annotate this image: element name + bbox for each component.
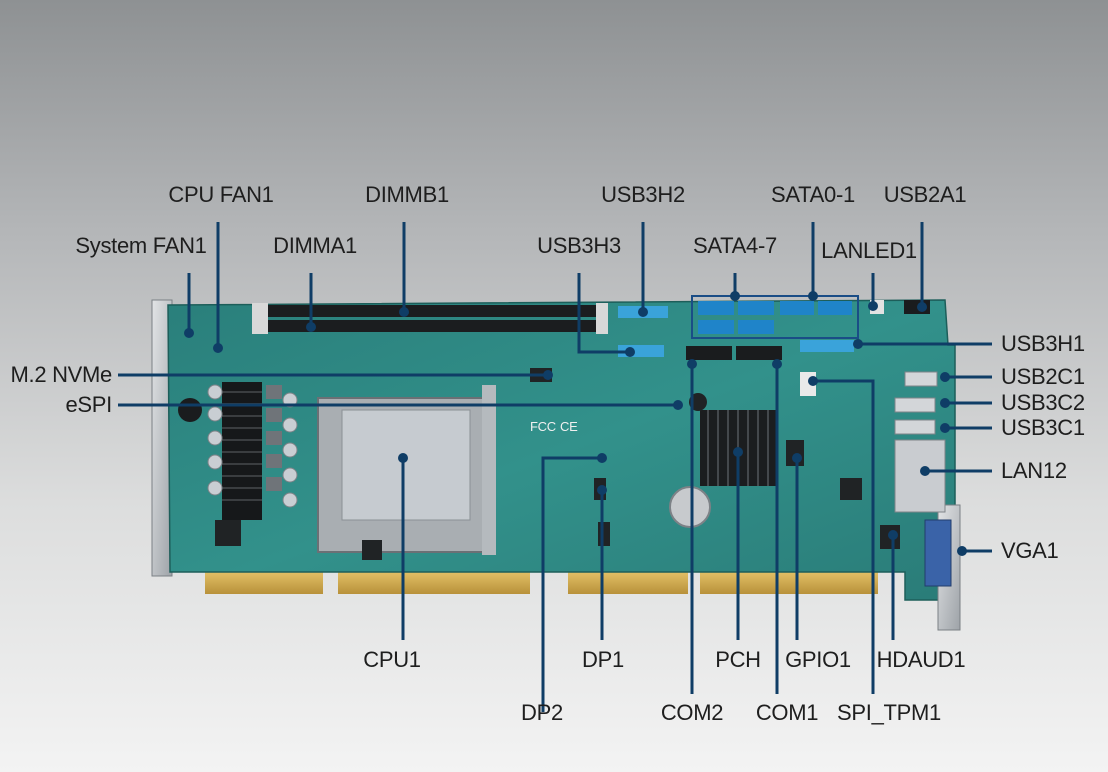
label-lanled1: LANLED1 <box>821 238 917 263</box>
dimm-slots <box>252 303 608 334</box>
cmos-battery <box>669 486 711 528</box>
label-spi-tpm1: SPI_TPM1 <box>837 700 941 725</box>
sata-connectors <box>691 295 859 339</box>
label-dp2: DP2 <box>521 700 563 725</box>
label-gpio1: GPIO1 <box>785 647 851 672</box>
label-usb3h1: USB3H1 <box>1001 331 1085 356</box>
ic-components <box>215 368 900 560</box>
label-usb2a1: USB2A1 <box>883 182 967 207</box>
label-vga1: VGA1 <box>1001 538 1059 563</box>
label-system-fan1: System FAN1 <box>75 233 207 258</box>
label-lan12: LAN12 <box>1001 458 1067 483</box>
label-usb3c1: USB3C1 <box>1001 415 1085 440</box>
com-headers <box>686 346 782 360</box>
label-m2-nvme: M.2 NVMe <box>10 362 112 387</box>
label-usb3h3: USB3H3 <box>537 233 621 258</box>
label-dimmb1: DIMMB1 <box>365 182 449 207</box>
label-sata4-7: SATA4-7 <box>693 233 777 258</box>
label-usb3h2: USB3H2 <box>601 182 685 207</box>
label-com2: COM2 <box>660 700 724 725</box>
ce-mark: CE <box>560 419 578 434</box>
cpu-socket <box>317 385 496 555</box>
label-hdaud1: HDAUD1 <box>876 647 966 672</box>
label-sata0-1: SATA0-1 <box>771 182 855 207</box>
label-dimma1: DIMMA1 <box>273 233 357 258</box>
label-espi: eSPI <box>65 392 113 417</box>
label-cpu-fan1: CPU FAN1 <box>168 182 274 207</box>
label-dp1: DP1 <box>582 647 624 672</box>
label-usb3c2: USB3C2 <box>1001 390 1085 415</box>
label-com1: COM1 <box>755 700 819 725</box>
label-cpu1: CPU1 <box>363 647 421 672</box>
fcc-mark: FCC <box>530 419 556 434</box>
label-usb2c1: USB2C1 <box>1001 364 1085 389</box>
pci-edge-fingers <box>205 570 878 594</box>
label-pch: PCH <box>715 647 761 672</box>
